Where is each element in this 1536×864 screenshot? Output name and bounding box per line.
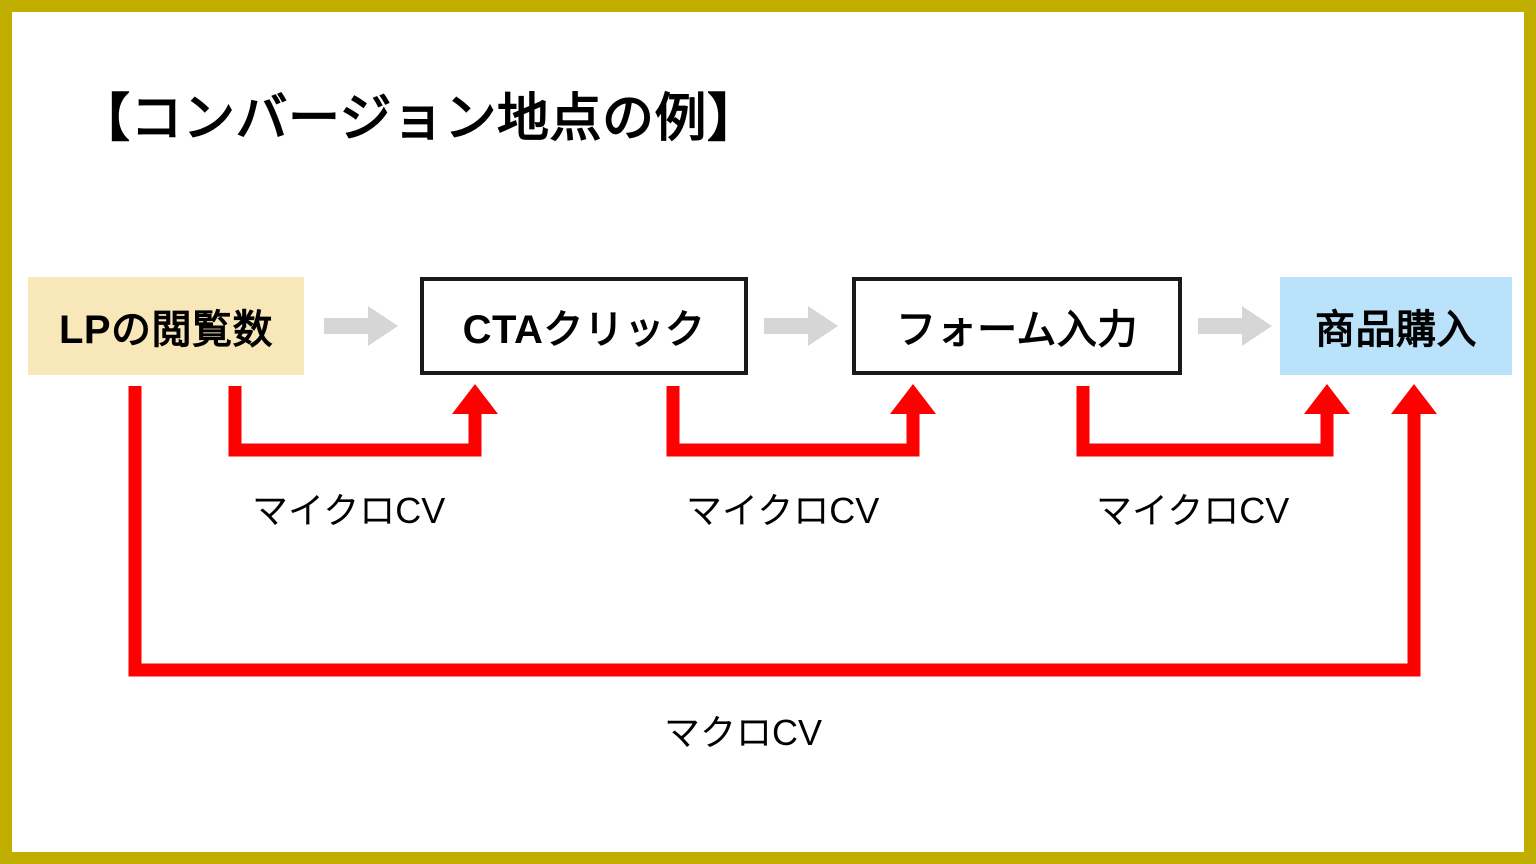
flow-step-label: LPの閲覧数 <box>58 308 274 352</box>
flow-step-label: CTAクリック <box>462 308 706 352</box>
flow-step-form-input: フォーム入力 <box>852 277 1182 375</box>
flow-arrow-right-icon <box>324 306 398 346</box>
flow-step-lp-view: LPの閲覧数 <box>28 277 304 375</box>
macro-cv-connector <box>122 384 1442 684</box>
micro-cv-connector-2 <box>660 384 940 470</box>
page-title: 【コンバージョン地点の例】 <box>78 90 760 148</box>
flow-step-purchase: 商品購入 <box>1280 277 1512 375</box>
macro-cv-label: マクロCV <box>664 712 823 753</box>
micro-cv-label-1: マイクロCV <box>252 490 446 531</box>
micro-cv-label-3: マイクロCV <box>1096 490 1290 531</box>
flow-arrow-right-icon <box>764 306 838 346</box>
micro-cv-label-2: マイクロCV <box>686 490 880 531</box>
flow-step-label: 商品購入 <box>1315 308 1477 352</box>
flow-step-label: フォーム入力 <box>896 308 1138 352</box>
micro-cv-connector-3 <box>1070 384 1355 470</box>
micro-cv-connector-1 <box>222 384 502 470</box>
flow-step-cta-click: CTAクリック <box>420 277 748 375</box>
flow-arrow-right-icon <box>1198 306 1272 346</box>
